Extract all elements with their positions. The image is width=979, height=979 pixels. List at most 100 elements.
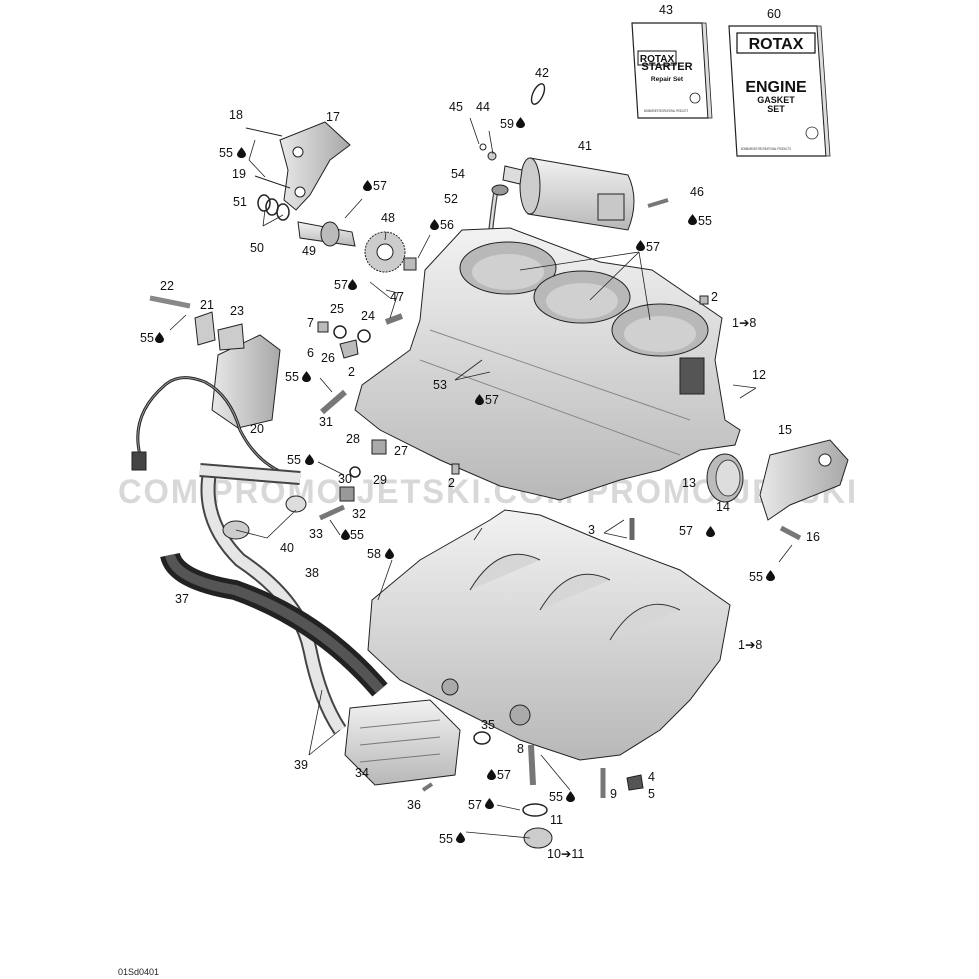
- label-59: 59: [500, 117, 514, 131]
- label-23: 23: [230, 304, 244, 318]
- label-14: 14: [716, 500, 730, 514]
- drop-icon: [706, 526, 715, 537]
- mounting-bracket: [149, 295, 281, 429]
- label-56: 56: [440, 218, 454, 232]
- label-5: 5: [648, 787, 655, 801]
- label-58: 58: [367, 547, 381, 561]
- cover-and-plug: [706, 439, 849, 521]
- engine-book-footer: BOMBARDIER RECREATIONAL PRODUCTS: [741, 146, 791, 151]
- label-29: 29: [373, 473, 387, 487]
- label-55: 55: [698, 214, 712, 228]
- label-12: 12: [752, 368, 766, 382]
- drop-icon: [487, 769, 496, 780]
- label-34: 34: [355, 766, 369, 780]
- label-4: 4: [648, 770, 655, 784]
- label-7: 7: [307, 316, 314, 330]
- label-55: 55: [350, 528, 364, 542]
- label-55: 55: [749, 570, 763, 584]
- engine-book-brand: ROTAX: [749, 36, 804, 53]
- label-55: 55: [219, 146, 233, 160]
- engine-book-subtitle-2: SET: [767, 104, 785, 114]
- label-57: 57: [497, 768, 511, 782]
- crankcase: [367, 509, 731, 761]
- label-9: 9: [610, 787, 617, 801]
- label-40: 40: [280, 541, 294, 555]
- sensor-wire: [131, 376, 301, 480]
- label-43: 43: [659, 3, 673, 17]
- label-55: 55: [287, 453, 301, 467]
- drop-icon: [566, 791, 575, 802]
- shaft-and-washers: [257, 194, 417, 273]
- starter-book-title: STARTER: [641, 61, 692, 73]
- leader-lines: [169, 117, 793, 839]
- label-55: 55: [439, 832, 453, 846]
- label-1-to-8: 1➔8: [732, 316, 756, 330]
- label-8: 8: [517, 742, 524, 756]
- label-51: 51: [233, 195, 247, 209]
- label-46: 46: [690, 185, 704, 199]
- label-53: 53: [433, 378, 447, 392]
- label-27: 27: [394, 444, 408, 458]
- drop-icon: [385, 548, 394, 559]
- drop-icon: [516, 117, 525, 128]
- drop-icon: [237, 147, 246, 158]
- label-38: 38: [305, 566, 319, 580]
- label-22: 22: [160, 279, 174, 293]
- label-30: 30: [338, 472, 352, 486]
- label-55: 55: [549, 790, 563, 804]
- drop-icon: [688, 214, 697, 225]
- starter-motor: [502, 157, 635, 231]
- label-6: 6: [307, 346, 314, 360]
- label-45: 45: [449, 100, 463, 114]
- label-2: 2: [711, 290, 718, 304]
- oil-lines-and-cooler: [160, 463, 461, 786]
- label-57: 57: [646, 240, 660, 254]
- label-21: 21: [200, 298, 214, 312]
- engine-book-title: ENGINE: [745, 79, 807, 96]
- label-19: 19: [232, 167, 246, 181]
- label-50: 50: [250, 241, 264, 255]
- label-55: 55: [285, 370, 299, 384]
- drop-icon: [305, 454, 314, 465]
- label-24: 24: [361, 309, 375, 323]
- drop-icon: [636, 240, 645, 251]
- label-57: 57: [468, 798, 482, 812]
- drop-icon: [155, 332, 164, 343]
- drop-icon: [348, 279, 357, 290]
- label-32: 32: [352, 507, 366, 521]
- label-57: 57: [334, 278, 348, 292]
- label-42: 42: [535, 66, 549, 80]
- starter-book-subtitle: Repair Set: [651, 76, 684, 83]
- engine-book-subtitle-1: GASKET: [757, 95, 795, 105]
- label-2: 2: [348, 365, 355, 379]
- label-26: 26: [321, 351, 335, 365]
- label-36: 36: [407, 798, 421, 812]
- label-28: 28: [346, 432, 360, 446]
- starter-repair-set-book: ROTAX STARTER Repair Set BOMBARDIER RECR…: [631, 3, 713, 119]
- label-10-to-11: 10➔11: [547, 847, 584, 861]
- label-52: 52: [444, 192, 458, 206]
- label-57: 57: [679, 524, 693, 538]
- starter-book-footer: BOMBARDIER RECREATIONAL PRODUCTS: [644, 108, 688, 113]
- label-49: 49: [302, 244, 316, 258]
- label-17: 17: [326, 110, 340, 124]
- label-41: 41: [578, 139, 592, 153]
- label-39: 39: [294, 758, 308, 772]
- label-18: 18: [229, 108, 243, 122]
- drop-icon: [485, 798, 494, 809]
- label-54: 54: [451, 167, 465, 181]
- label-11: 11: [550, 813, 563, 827]
- label-57: 57: [485, 393, 499, 407]
- part-number-labels: 42 45 44 59 41 18 17 55 19 57 54 52 46 5…: [140, 66, 820, 861]
- label-20: 20: [250, 422, 264, 436]
- label-47: 47: [390, 290, 404, 304]
- drop-icon: [363, 180, 372, 191]
- cylinder-block: [354, 227, 741, 501]
- drop-icon: [341, 529, 350, 540]
- label-1-to-8: 1➔8: [738, 638, 762, 652]
- engine-gasket-set-book: ROTAX ENGINE GASKET SET BOMBARDIER RECRE…: [728, 7, 831, 157]
- bracket: [245, 121, 351, 211]
- label-44: 44: [476, 100, 490, 114]
- label-35: 35: [481, 718, 495, 732]
